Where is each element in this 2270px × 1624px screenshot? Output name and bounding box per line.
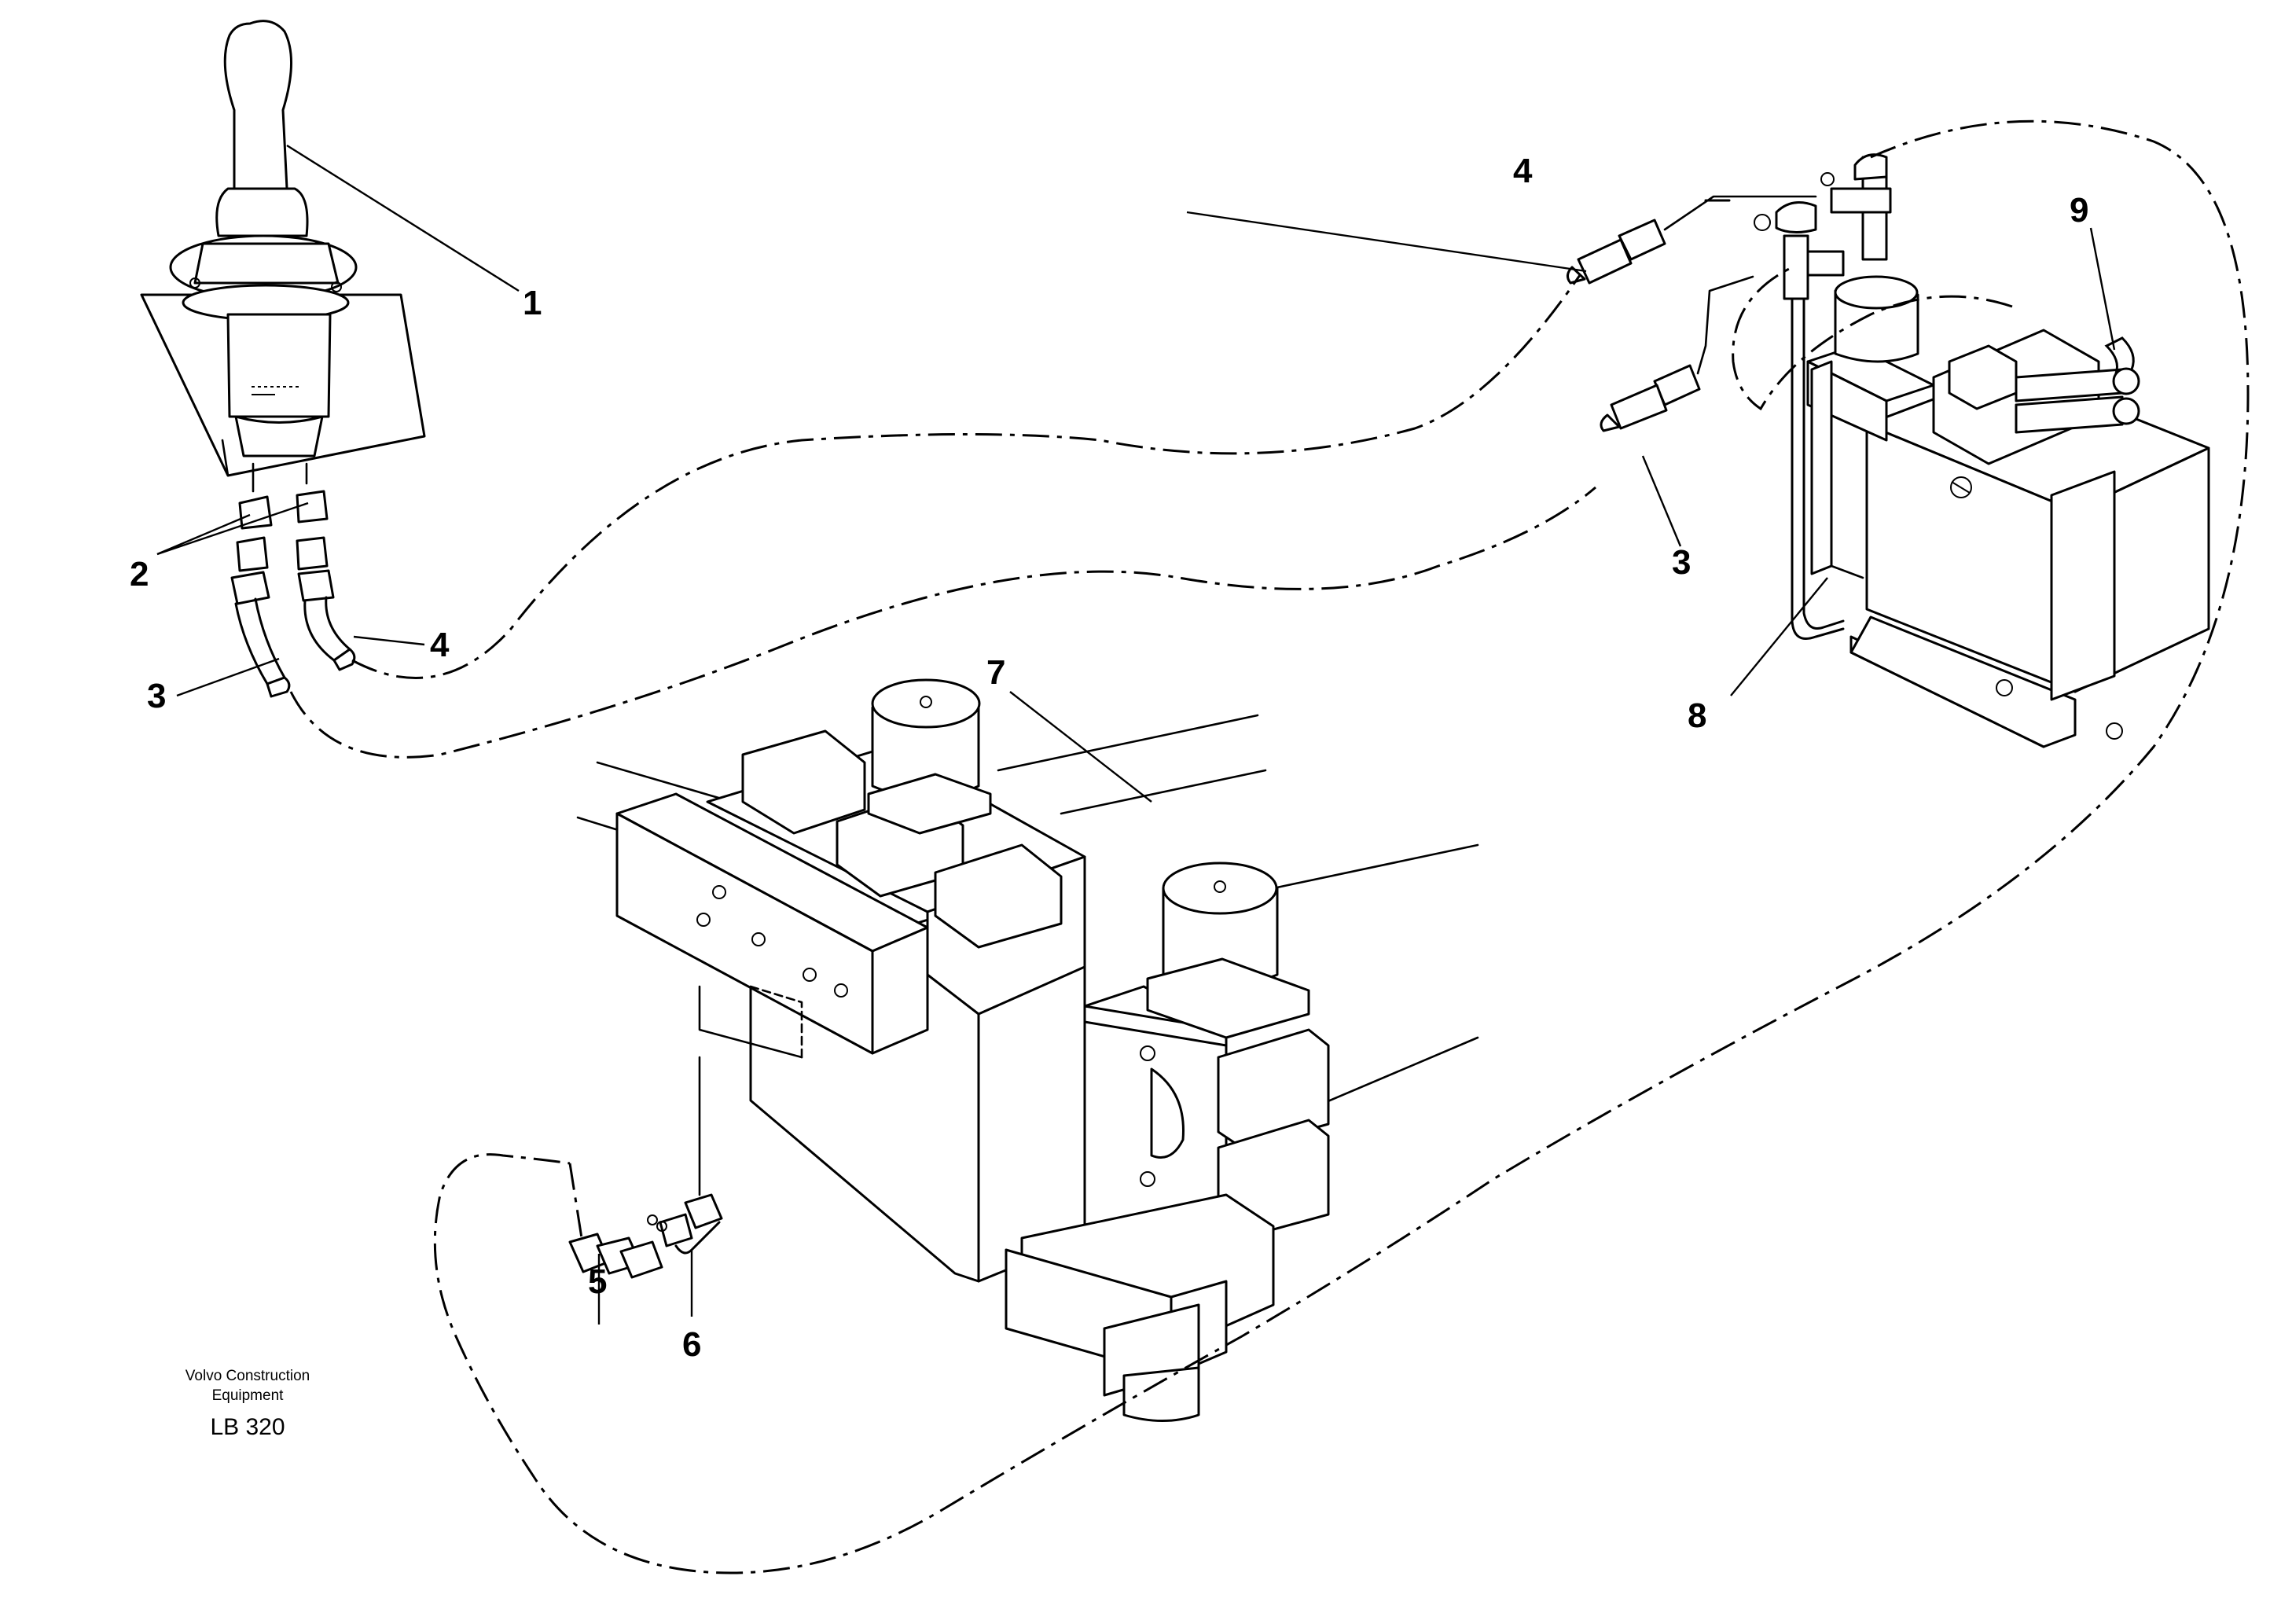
callout-3-left: 3 <box>147 677 166 715</box>
callout-4-right: 4 <box>1513 152 1533 190</box>
callout-9: 9 <box>2070 191 2088 230</box>
hose-routing-lines <box>289 119 2250 1574</box>
document-id: LB 320 <box>210 1414 285 1440</box>
control-lever-assembly <box>140 20 426 698</box>
leader-lines <box>156 144 2116 1325</box>
control-valve-assembly <box>576 678 1479 1422</box>
credit-line-1: Volvo Construction <box>185 1368 310 1384</box>
callout-labels: 1 2 3 4 4 3 7 8 9 5 6 <box>130 152 2088 1364</box>
callout-7: 7 <box>986 653 1005 692</box>
credit-block: Volvo Construction Equipment LB 320 <box>185 1368 310 1440</box>
callout-8: 8 <box>1688 696 1706 735</box>
pilot-valve-assembly <box>1704 153 2210 748</box>
callout-4-left: 4 <box>430 626 450 664</box>
right-hose-ends <box>1567 195 1817 432</box>
credit-line-2: Equipment <box>212 1387 285 1404</box>
fittings-5-6 <box>568 1056 723 1279</box>
callout-2: 2 <box>130 555 149 593</box>
callout-3-right: 3 <box>1672 543 1691 582</box>
callout-6: 6 <box>682 1325 701 1364</box>
callout-5: 5 <box>588 1262 607 1301</box>
callout-1: 1 <box>523 284 542 322</box>
